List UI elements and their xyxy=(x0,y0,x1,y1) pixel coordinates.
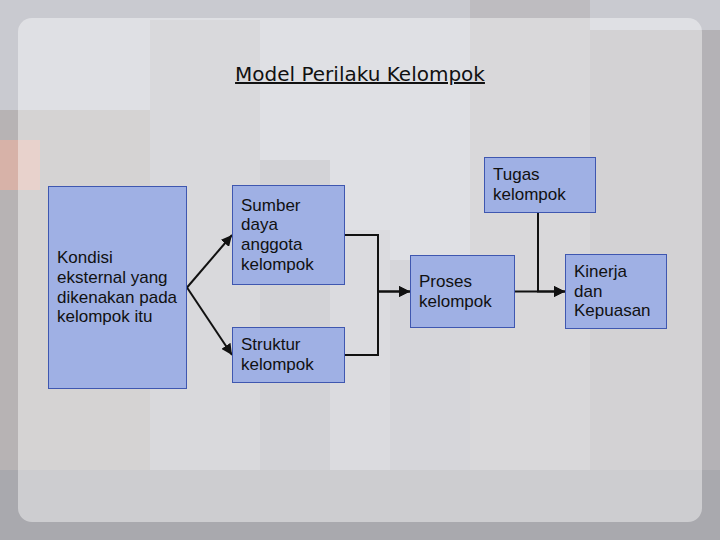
process-box: Tugas kelompok xyxy=(484,157,596,213)
flow-arrow xyxy=(345,292,410,356)
box-label: Sumber daya anggota kelompok xyxy=(241,196,336,274)
flow-arrow xyxy=(345,235,410,292)
flow-arrow xyxy=(187,288,232,356)
process-box: Sumber daya anggota kelompok xyxy=(232,185,345,285)
process-box: Kondisi eksternal yang dikenakan pada ke… xyxy=(48,186,187,389)
box-label: Proses kelompok xyxy=(419,272,506,311)
process-box: Proses kelompok xyxy=(410,255,515,328)
box-label: Struktur kelompok xyxy=(241,335,336,374)
box-label: Tugas kelompok xyxy=(493,165,587,204)
process-box: Struktur kelompok xyxy=(232,327,345,383)
flow-arrow xyxy=(187,235,232,288)
slide-title: Model Perilaku Kelompok xyxy=(0,62,720,86)
flow-arrow xyxy=(538,213,565,292)
box-label: Kinerja dan Kepuasan xyxy=(574,262,658,321)
fade-panel xyxy=(18,18,702,522)
process-box: Kinerja dan Kepuasan xyxy=(565,254,667,329)
box-label: Kondisi eksternal yang dikenakan pada ke… xyxy=(57,248,178,326)
flow-arrow xyxy=(515,291,565,293)
